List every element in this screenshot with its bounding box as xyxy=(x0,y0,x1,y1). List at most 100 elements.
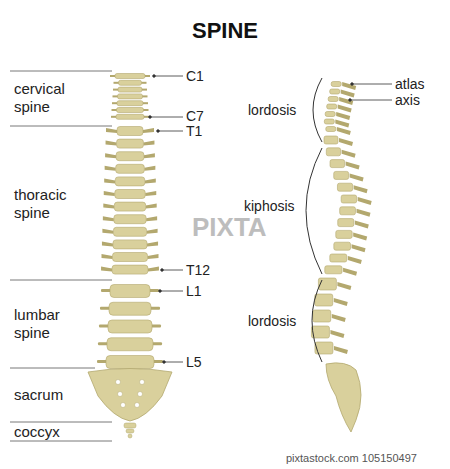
leader-dot xyxy=(163,361,166,364)
vertebra xyxy=(337,183,352,191)
curve-brackets xyxy=(306,78,322,362)
process xyxy=(147,241,158,246)
vertebra xyxy=(115,177,145,186)
vertebra xyxy=(338,219,354,227)
spinous-process xyxy=(337,127,351,135)
process xyxy=(148,254,159,259)
vertebra xyxy=(112,265,148,274)
vertebra xyxy=(326,127,336,132)
process xyxy=(101,267,112,272)
front-spine xyxy=(88,74,172,439)
vertebra xyxy=(119,80,142,85)
curve-label: lordosis xyxy=(248,102,296,118)
spinous-process xyxy=(350,173,364,181)
leader-dot xyxy=(349,99,352,102)
vertebra xyxy=(313,310,331,322)
vertebra-label: C7 xyxy=(186,108,204,124)
process xyxy=(145,191,156,196)
spinous-process xyxy=(355,221,369,229)
vertebra-label: L1 xyxy=(186,283,202,299)
watermark-caption: pixtastock.com 105150497 xyxy=(286,450,417,466)
process xyxy=(104,178,115,183)
region-label: lumbar spine xyxy=(14,306,84,342)
vertebra xyxy=(116,114,144,119)
vertebra xyxy=(117,127,143,136)
vertebra xyxy=(334,242,351,250)
vertebra xyxy=(118,94,143,99)
spinous-process xyxy=(353,232,367,240)
foramen xyxy=(140,380,145,385)
vertebra-label: atlas xyxy=(395,76,425,92)
process xyxy=(144,153,155,158)
leader-line xyxy=(164,362,183,363)
process xyxy=(143,141,154,146)
spinous-process xyxy=(334,346,348,354)
process xyxy=(105,166,116,171)
leader-line xyxy=(160,291,183,292)
spinous-process xyxy=(338,105,352,113)
process xyxy=(102,254,113,259)
vertebra xyxy=(109,302,151,315)
vertebra xyxy=(113,253,148,262)
vertebra xyxy=(325,266,342,274)
spinous-process xyxy=(348,256,362,264)
watermark: PIXTA xyxy=(192,212,267,242)
process xyxy=(103,204,114,209)
vertebra xyxy=(327,104,337,109)
foramen xyxy=(135,403,140,408)
vertebra xyxy=(328,97,338,102)
side-spine xyxy=(311,82,371,433)
spinous-process xyxy=(356,209,370,217)
spinous-process xyxy=(339,138,353,146)
leader-dot xyxy=(161,269,164,272)
leader-line xyxy=(350,100,392,101)
foramen xyxy=(116,380,121,385)
vertebra-label: T1 xyxy=(186,123,202,139)
region-label: coccyx xyxy=(14,424,60,440)
vertebra xyxy=(108,320,152,333)
vertebra xyxy=(334,171,349,179)
process xyxy=(145,178,156,183)
vertebra xyxy=(106,356,154,369)
process xyxy=(102,229,113,234)
process xyxy=(104,191,115,196)
spinous-process xyxy=(343,268,357,276)
spinous-process xyxy=(334,298,348,306)
vertebra xyxy=(114,202,145,211)
leader-dot xyxy=(157,130,160,133)
process xyxy=(103,216,114,221)
leader-line xyxy=(154,76,183,77)
leader-lines xyxy=(149,75,392,364)
vertebra xyxy=(324,119,334,124)
vertebra-label: L5 xyxy=(186,354,202,370)
process xyxy=(105,153,116,158)
leader-line xyxy=(162,270,183,271)
spinous-process xyxy=(358,197,372,205)
spinous-process xyxy=(354,185,368,193)
vertebra xyxy=(117,101,143,106)
coccyx xyxy=(128,434,132,438)
foramen xyxy=(121,403,126,408)
vertebra-label: C1 xyxy=(186,68,204,84)
process xyxy=(102,241,113,246)
spinous-process xyxy=(346,162,360,170)
spinous-process xyxy=(332,314,346,322)
vertebra xyxy=(114,215,146,224)
curve-label: lordosis xyxy=(248,313,296,329)
vertebra xyxy=(117,139,144,148)
vertebra xyxy=(117,108,144,113)
vertebra xyxy=(318,278,336,290)
process xyxy=(143,128,154,133)
leader-line xyxy=(150,117,183,118)
coccyx xyxy=(126,429,134,433)
vertebra xyxy=(330,89,340,94)
process xyxy=(147,229,158,234)
vertebra xyxy=(340,207,356,215)
vertebra xyxy=(330,160,345,168)
vertebra xyxy=(118,87,142,92)
process xyxy=(146,204,157,209)
leader-dot xyxy=(159,290,162,293)
coccyx xyxy=(124,423,136,428)
vertebra xyxy=(324,136,338,144)
leader-line xyxy=(352,84,392,85)
